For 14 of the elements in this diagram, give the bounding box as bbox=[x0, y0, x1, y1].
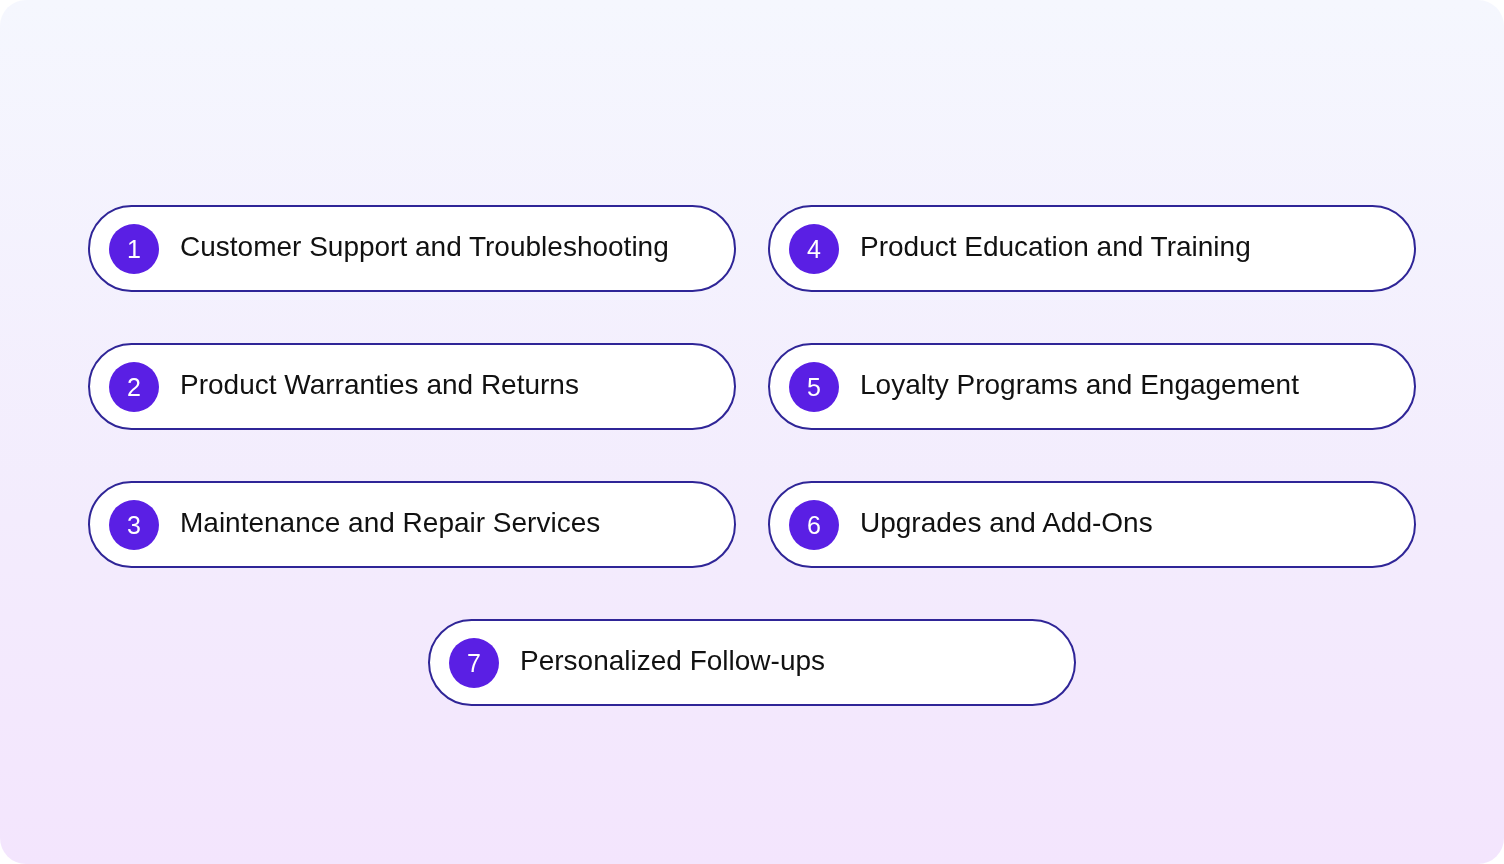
step-label: Upgrades and Add-Ons bbox=[860, 506, 1153, 540]
step-number-circle: 5 bbox=[789, 362, 839, 412]
step-label: Maintenance and Repair Services bbox=[180, 506, 601, 540]
step-number-circle: 1 bbox=[109, 224, 159, 274]
step-label: Product Warranties and Returns bbox=[180, 368, 579, 402]
step-label: Product Education and Training bbox=[860, 230, 1251, 264]
step-number-circle: 7 bbox=[449, 638, 499, 688]
step-label: Loyalty Programs and Engagement bbox=[860, 368, 1299, 402]
step-number-circle: 3 bbox=[109, 500, 159, 550]
step-number-circle: 2 bbox=[109, 362, 159, 412]
step-number-circle: 6 bbox=[789, 500, 839, 550]
step-label: Personalized Follow-ups bbox=[520, 644, 826, 678]
step-label: Customer Support and Troubleshooting bbox=[180, 230, 669, 264]
step-number-circle: 4 bbox=[789, 224, 839, 274]
